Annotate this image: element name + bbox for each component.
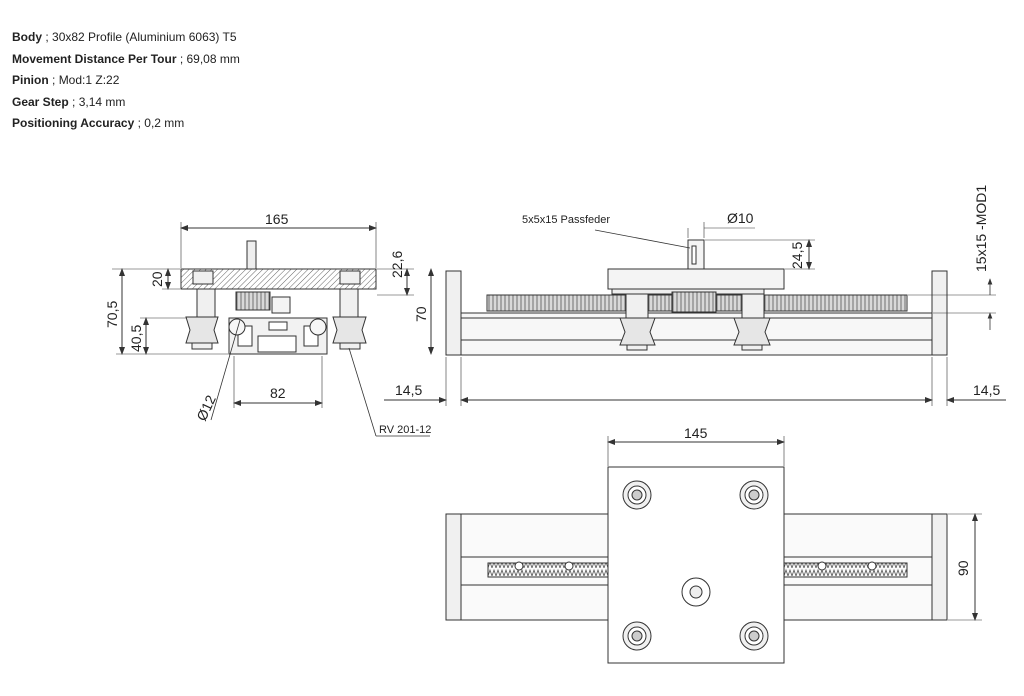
spec-gear-step: Gear Step ; 3,14 mm [12, 94, 126, 109]
dim-165: 165 [265, 211, 289, 227]
side-top-plate [180, 268, 377, 290]
spec-accuracy: Positioning Accuracy ; 0,2 mm [12, 116, 185, 131]
side-pinion-gear [235, 291, 271, 311]
dim-14-5-left: 14,5 [395, 382, 422, 398]
dim-90: 90 [955, 560, 971, 576]
dim-shaft-dia: Ø10 [727, 210, 754, 226]
dim-22-6: 22,6 [389, 251, 405, 278]
dim-40-5: 40,5 [128, 325, 144, 352]
side-wheel-right [332, 316, 367, 350]
top-end-cap-left [445, 513, 462, 621]
dim-82: 82 [270, 385, 286, 401]
dim-14-5-right: 14,5 [973, 382, 1000, 398]
side-wheel-left [185, 316, 219, 350]
spec-body: Body ; 30x82 Profile (Aluminium 6063) T5 [12, 30, 237, 44]
top-view [445, 436, 982, 664]
top-rack-left [487, 562, 611, 578]
side-wheel-pin-left [228, 318, 246, 336]
spec-list: Body ; 30x82 Profile (Aluminium 6063) T5… [12, 27, 240, 135]
top-bearing-br [739, 621, 769, 651]
dim-145: 145 [684, 425, 708, 441]
front-rail [460, 312, 933, 356]
front-end-cap-left [445, 270, 462, 356]
key-label: 5x5x15 Passfeder [522, 214, 610, 226]
front-wheel-left [619, 317, 656, 346]
side-shaft [246, 240, 257, 270]
side-nut-right [339, 270, 361, 285]
side-bolt-right [339, 288, 359, 320]
front-wheel-right [733, 317, 771, 346]
top-rack-right [783, 562, 908, 578]
wheel-part-label: RV 201-12 [379, 424, 431, 436]
dim-70-5: 70,5 [104, 301, 120, 328]
side-wheel-pin-right [309, 318, 327, 336]
spec-pinion: Pinion ; Mod:1 Z:22 [12, 73, 120, 88]
side-pinion-hub [271, 296, 291, 314]
side-bolt-left [196, 288, 216, 320]
rack-spec: 15x15 -MOD1 [973, 185, 989, 272]
side-nut-left [192, 270, 214, 285]
front-view [384, 222, 1006, 406]
spec-movement: Movement Distance Per Tour ; 69,08 mm [12, 51, 240, 66]
front-carriage-plate [607, 268, 785, 290]
top-bearing-tl [622, 480, 652, 510]
dim-70: 70 [413, 306, 429, 322]
dim-wheel-dia: Ø12 [193, 392, 219, 423]
front-pinion [671, 291, 717, 313]
dim-20: 20 [149, 271, 165, 287]
top-bearing-tr [739, 480, 769, 510]
top-bearing-bl [622, 621, 652, 651]
dim-24-5: 24,5 [789, 242, 805, 269]
side-view [112, 222, 434, 437]
top-end-cap-right [931, 513, 948, 621]
